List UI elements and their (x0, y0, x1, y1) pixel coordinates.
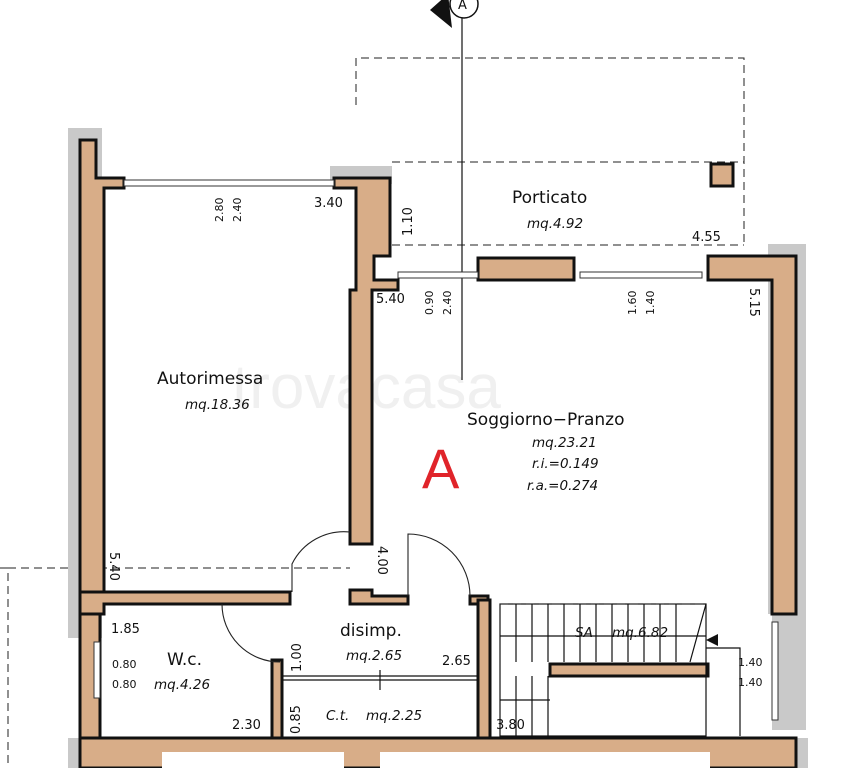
wall-bottom-gap-1 (162, 752, 344, 768)
section-marker-arrow (430, 0, 452, 28)
wall-disimp-left (348, 588, 410, 606)
porticato-column (709, 162, 735, 188)
door-wc-swing (221, 603, 281, 663)
dim-garage-window-h: 2.80 (213, 198, 226, 223)
staircase (499, 603, 741, 737)
dim-right-window-b: 1.40 (738, 676, 763, 689)
dim-wc-window-b: 0.80 (112, 678, 137, 691)
dim-disimp-depth: 1.00 (290, 643, 305, 672)
dim-stair-width: 3.80 (496, 718, 525, 733)
wall-bottom-gap-2 (380, 752, 710, 768)
room-area-porticato: mq.4.92 (527, 216, 583, 232)
door-soggiorno-swing (407, 533, 471, 597)
wall-stair-left (476, 598, 492, 740)
dim-wc-width: 1.85 (111, 622, 140, 637)
dim-door-h: 0.90 (423, 291, 436, 316)
room-name-wc: W.c. (167, 650, 202, 670)
dim-garage-depth: 5.40 (106, 552, 121, 581)
room-area-sa: mq.6.82 (612, 625, 668, 641)
wall-wc-right (270, 658, 284, 740)
dim-window-h: 1.60 (626, 291, 639, 316)
window-front-left (397, 271, 479, 279)
dim-disimp-width: 2.65 (442, 654, 471, 669)
window-wc (93, 641, 101, 699)
window-garage-top (123, 179, 335, 187)
dim-door-w: 2.40 (441, 291, 454, 316)
wall-right-upper (706, 254, 798, 616)
room-area-autorimessa: mq.18.36 (185, 397, 250, 413)
door-garage-swing (291, 531, 351, 592)
dim-wc-length: 2.30 (232, 718, 261, 733)
room-area-soggiorno: mq.23.21 (532, 435, 597, 451)
room-name-porticato: Porticato (512, 188, 587, 208)
room-ri-soggiorno: r.i.=0.149 (532, 456, 599, 472)
dim-right-window-a: 1.40 (738, 656, 763, 669)
wall-garage-right (332, 176, 400, 546)
dim-soggiorno-width: 5.40 (376, 292, 405, 307)
dim-window-w: 1.40 (644, 291, 657, 316)
dim-porticato-depth: 1.10 (401, 207, 416, 236)
room-area-disimp: mq.2.65 (346, 648, 402, 664)
room-label-sa: SA (575, 625, 593, 641)
room-label-ct: C.t. (326, 708, 349, 724)
room-name-disimp: disimp. (340, 621, 402, 641)
wall-front-segment (476, 256, 576, 282)
wall-garage-bottom (78, 590, 292, 616)
dim-garage-width: 3.40 (314, 196, 343, 211)
room-name-soggiorno: Soggiorno−Pranzo (467, 410, 624, 430)
unit-label-a: A (422, 437, 460, 500)
room-area-wc: mq.4.26 (154, 677, 210, 693)
wall-garage-left (78, 138, 126, 594)
dashed-outline-lower (0, 567, 9, 768)
room-name-autorimessa: Autorimessa (157, 369, 263, 389)
room-area-ct: mq.2.25 (366, 708, 422, 724)
dashed-outline-upper (355, 57, 745, 245)
section-marker-circle (449, 0, 479, 19)
dim-ct-depth: 0.85 (289, 705, 304, 734)
window-right-low (771, 621, 779, 721)
dim-disimp-door: 4.00 (374, 546, 389, 575)
window-front-right (579, 271, 703, 279)
dim-porticato-width: 4.55 (692, 230, 721, 245)
dim-garage-window-w: 2.40 (231, 198, 244, 223)
wall-stair-landing (548, 662, 710, 678)
section-marker-label: A (458, 0, 467, 13)
dim-wc-window-a: 0.80 (112, 658, 137, 671)
dim-soggiorno-depth: 5.15 (746, 288, 761, 317)
room-ra-soggiorno: r.a.=0.274 (527, 478, 598, 494)
